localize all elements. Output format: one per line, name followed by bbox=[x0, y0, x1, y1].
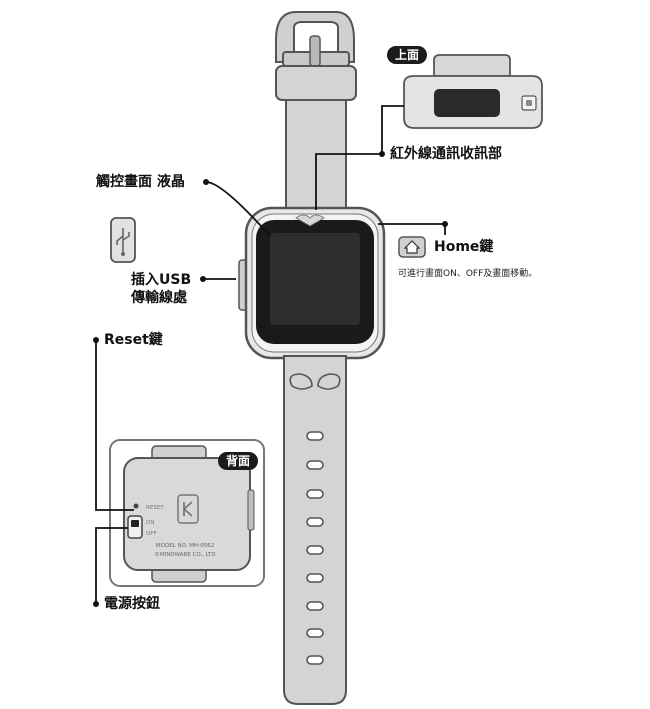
top-view-inset bbox=[403, 54, 543, 129]
strap-bottom bbox=[283, 355, 347, 705]
model-line-1: MODEL NO. MH-0562 bbox=[156, 543, 214, 549]
off-marking: OFF bbox=[146, 531, 157, 537]
home-key-label: Home鍵 bbox=[434, 239, 494, 255]
back-view-label: 背面 bbox=[218, 452, 259, 470]
reset-marking: RESET bbox=[146, 505, 164, 511]
callout-dots bbox=[93, 151, 448, 607]
power-button-label: 電源按鈕 bbox=[104, 596, 160, 612]
watch-body bbox=[238, 206, 386, 360]
usb-icon bbox=[110, 217, 136, 263]
model-line-2: ©MINDWARE CO., LTD bbox=[154, 551, 215, 558]
kc-mark-icon bbox=[177, 494, 199, 524]
usb-port-label-line1: 插入USB bbox=[131, 272, 192, 288]
on-marking: ON bbox=[146, 520, 154, 526]
back-view-inset: MODEL NO. MH-0562 ©MINDWARE CO., LTD RES… bbox=[109, 439, 265, 587]
top-view-label: 上面 bbox=[387, 46, 428, 64]
home-icon bbox=[398, 236, 426, 258]
reset-key-label: Reset鍵 bbox=[104, 332, 163, 348]
usb-port-label-line2: 傳輸線處 bbox=[131, 290, 187, 306]
home-key-description: 可進行畫面ON、OFF及畫面移動。 bbox=[398, 269, 538, 279]
callout-lines bbox=[95, 105, 446, 604]
infrared-receiver-label: 紅外線通訊收訊部 bbox=[390, 146, 502, 162]
touch-screen-label: 觸控畫面 液晶 bbox=[96, 174, 185, 190]
